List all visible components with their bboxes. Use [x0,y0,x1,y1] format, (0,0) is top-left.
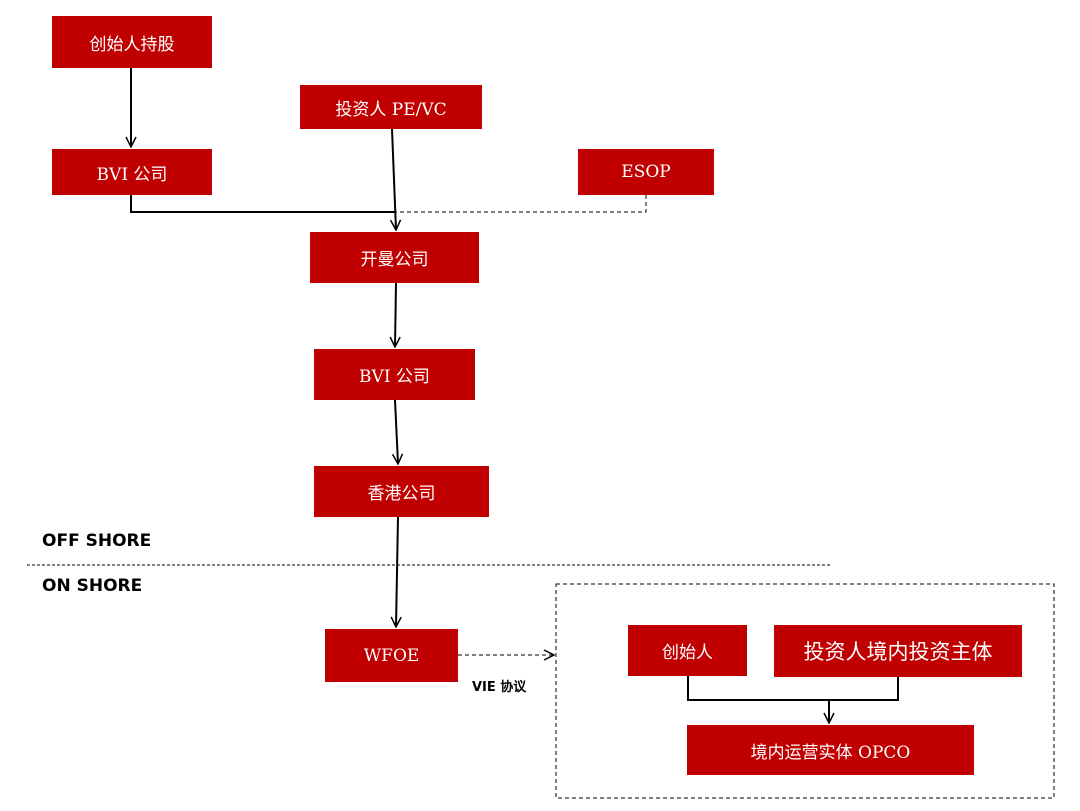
edge-hongkong-to-wfoe [396,516,398,627]
node-cayman: 开曼公司 [310,232,479,283]
node-wfoe: WFOE [325,629,458,682]
node-bvi-top: BVI 公司 [52,149,212,195]
node-hongkong: 香港公司 [314,466,489,517]
edge-cayman-to-bvi [395,282,396,347]
offshore-label: OFF SHORE [42,531,152,551]
node-bvi-mid: BVI 公司 [314,349,475,400]
node-opco: 境内运营实体 OPCO [687,725,974,775]
node-investor-domestic: 投资人境内投资主体 [774,625,1022,677]
edge-bvi-to-cayman [130,195,396,213]
node-founder-holding: 创始人持股 [52,16,212,68]
edge-founder-to-opco [687,676,829,701]
onshore-group-box [555,583,1055,799]
node-founder: 创始人 [628,625,747,676]
edge-esop-to-cayman [396,195,647,213]
edge-domestic-investor-to-opco [829,677,899,701]
node-investor-pevc: 投资人 PE/VC [300,85,482,129]
node-esop: ESOP [578,149,714,195]
vie-agreement-label: VIE 协议 [472,680,527,695]
edge-bvi-to-hongkong [395,399,398,464]
edge-investor-to-cayman [392,128,396,230]
onshore-label: ON SHORE [42,576,143,596]
